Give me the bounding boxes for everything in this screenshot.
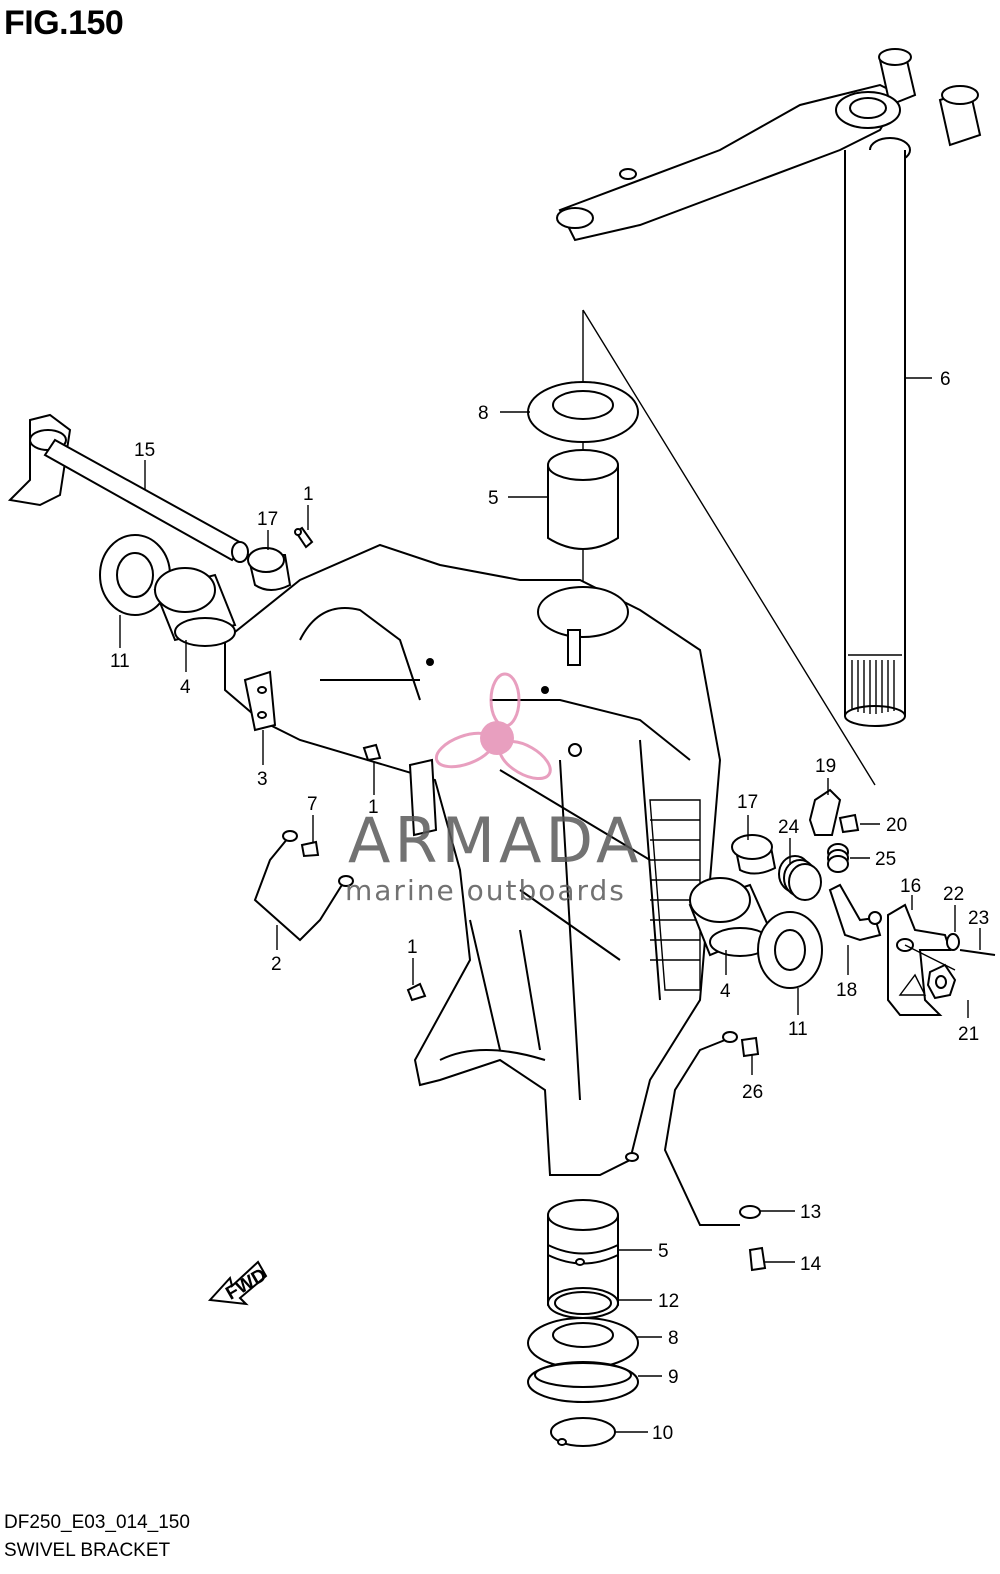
tilt-lock-lever: [808, 788, 842, 836]
lever-spring: [827, 843, 849, 873]
callout-26: 26: [742, 1082, 763, 1103]
callout-18: 18: [836, 980, 857, 1001]
circlip: [550, 1417, 616, 1447]
grease-nipple-middle: [362, 743, 382, 762]
callout-13: 13: [800, 1202, 821, 1223]
lever-bolt: [838, 813, 860, 834]
propeller-logo-icon: [434, 672, 552, 781]
lower-ground-bolt: [740, 1036, 760, 1058]
callout-19: 19: [815, 756, 836, 777]
callout-11-right: 11: [788, 1019, 808, 1040]
forward-direction-arrow: FWD: [207, 1260, 270, 1306]
lower-ground-wire: [663, 1031, 761, 1226]
callout-12: 12: [658, 1291, 679, 1312]
callout-6: 6: [940, 369, 951, 390]
upper-thrust-washer: [527, 381, 639, 443]
callout-3: 3: [257, 769, 268, 790]
fwd-label: FWD: [222, 1265, 270, 1305]
callout-11-left: 11: [110, 651, 130, 672]
callout-9: 9: [668, 1367, 679, 1388]
lock-plate: [887, 903, 952, 1016]
callout-25: 25: [875, 849, 896, 870]
callout-4-right: 4: [720, 981, 731, 1002]
steering-shaft: [844, 150, 906, 727]
callout-22: 22: [943, 884, 964, 905]
tilt-tube-bushing-right: [731, 834, 777, 875]
callout-17-left: 17: [257, 509, 278, 530]
ground-bolt: [300, 840, 320, 858]
o-ring: [547, 1287, 619, 1319]
callout-16: 16: [900, 876, 921, 897]
tilt-bushing-left: [153, 567, 237, 647]
small-washer: [946, 933, 960, 951]
callout-4-left: 4: [180, 677, 191, 698]
callout-17-right: 17: [737, 792, 758, 813]
ground-screw: [748, 1246, 767, 1272]
callout-labels: 8 5 6 15 17 1 11 4 3 1 7 2 1 19 20 17 24…: [110, 369, 989, 1444]
callout-5-lower: 5: [658, 1241, 669, 1262]
callout-10: 10: [652, 1423, 673, 1444]
hex-nut: [926, 963, 957, 1000]
callout-5-upper: 5: [488, 488, 499, 509]
plate-axis-line: [904, 944, 956, 971]
callout-8-upper: 8: [478, 403, 489, 424]
ground-wire: [253, 830, 354, 942]
tilt-tube-bushing-left: [246, 547, 292, 591]
callout-2: 2: [271, 954, 282, 975]
figure-code: DF250_E03_014_150: [4, 1512, 190, 1533]
watermark-brand: ARMADA: [348, 804, 642, 877]
callout-7: 7: [307, 794, 318, 815]
callout-24: 24: [778, 817, 800, 838]
grease-nipple-lower: [406, 982, 427, 1002]
callout-1-upper: 1: [303, 484, 314, 505]
thrust-washer-right: [757, 911, 823, 989]
figure-name: SWIVEL BRACKET: [4, 1540, 171, 1561]
tilt-tube: [7, 413, 249, 563]
tilt-lock-hook: [828, 883, 882, 942]
upper-bushing: [547, 449, 619, 550]
lower-spacer: [527, 1361, 639, 1403]
lower-thrust-washer: [527, 1317, 639, 1369]
callout-20: 20: [886, 815, 907, 836]
callout-23: 23: [968, 908, 989, 929]
callout-15: 15: [134, 440, 155, 461]
thrust-washer-left: [99, 534, 171, 616]
armada-watermark: ARMADA marine outboards: [345, 672, 642, 907]
callout-1-middle: 1: [368, 797, 379, 818]
watermark-tagline: marine outboards: [345, 874, 626, 907]
callout-leaders: [119, 377, 981, 1433]
callout-21: 21: [958, 1024, 979, 1045]
callout-14: 14: [800, 1254, 822, 1275]
callout-8-lower: 8: [668, 1328, 679, 1349]
tilt-bushing-right: [688, 877, 772, 957]
grease-nipple-upper: [294, 526, 314, 549]
swivel-bracket-body: [224, 543, 722, 1176]
steering-arm: [556, 48, 982, 242]
spring: [778, 855, 822, 901]
cotter-pin: [959, 949, 996, 956]
callout-1-lower: 1: [407, 937, 418, 958]
figure-title: FIG.150: [4, 4, 124, 42]
